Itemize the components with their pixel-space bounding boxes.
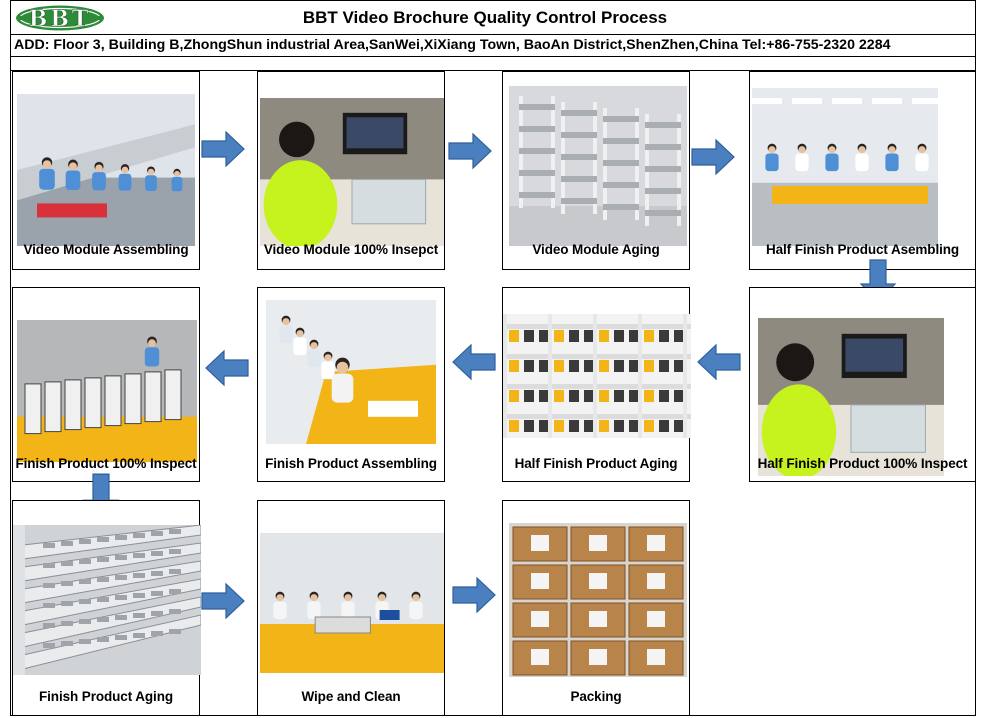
assembly-table-photo <box>260 533 444 673</box>
step-half-finish-aging: Half Finish Product Aging <box>502 287 691 482</box>
company-address: ADD: Floor 3, Building B,ZhongShun indus… <box>14 37 891 53</box>
page-title: BBT Video Brochure Quality Control Proce… <box>302 8 668 27</box>
flow-arrow-left-icon <box>204 349 250 387</box>
inspection-photo <box>758 318 944 476</box>
step-video-module-aging: Video Module Aging <box>502 71 690 270</box>
inspection-photo <box>260 98 444 246</box>
step-caption: Finish Product Assembling <box>265 456 437 471</box>
step-half-finish-assembling: Half Finish Product Asembling <box>749 71 976 270</box>
content-divider <box>10 70 976 71</box>
flow-arrow-right-icon <box>200 582 246 620</box>
svg-text:BBT: BBT <box>29 6 92 32</box>
cartons-photo <box>509 523 687 677</box>
step-caption: Half Finish Product Asembling <box>765 242 960 257</box>
flow-arrow-left-icon <box>696 343 742 381</box>
step-caption: Finish Product 100% Inspect <box>15 456 197 471</box>
flow-arrow-right-icon <box>690 138 736 176</box>
flow-arrow-right-icon <box>451 576 497 614</box>
step-caption: Video Module 100% Insepct <box>263 242 439 257</box>
step-caption: Half Finish Product Aging <box>514 456 678 471</box>
step-video-module-assembling: Video Module Assembling <box>12 71 200 270</box>
aging-rack-photo <box>503 314 691 438</box>
step-video-module-inspect: Video Module 100% Insepct <box>257 71 445 270</box>
aging-rack-photo <box>509 86 687 246</box>
assembly-line-photo <box>17 94 195 246</box>
step-caption: Packing <box>570 689 622 704</box>
assembly-line-photo <box>752 88 938 246</box>
address-divider <box>10 56 976 57</box>
step-half-finish-inspect: Half Finish Product 100% Inspect <box>749 287 976 482</box>
step-finish-assembling: Finish Product Assembling <box>257 287 445 482</box>
step-caption: Wipe and Clean <box>301 689 401 704</box>
flow-arrow-right-icon <box>447 132 493 170</box>
aging-rack-photo <box>13 525 201 675</box>
assembly-table-photo <box>266 300 436 444</box>
flow-arrow-right-icon <box>200 130 246 168</box>
step-finish-inspect: Finish Product 100% Inspect <box>12 287 200 482</box>
step-caption: Half Finish Product 100% Inspect <box>757 456 968 471</box>
step-caption: Video Module Assembling <box>23 242 189 257</box>
header-divider <box>10 34 976 35</box>
flow-arrow-left-icon <box>451 343 497 381</box>
step-caption: Video Module Aging <box>532 242 660 257</box>
step-packing: Packing <box>502 500 690 716</box>
step-finish-aging: Finish Product Aging <box>12 500 201 716</box>
step-wipe-and-clean: Wipe and Clean <box>257 500 445 716</box>
step-caption: Finish Product Aging <box>39 689 173 704</box>
bbt-logo: BBT <box>14 4 106 32</box>
product-stacks-photo <box>17 320 197 462</box>
